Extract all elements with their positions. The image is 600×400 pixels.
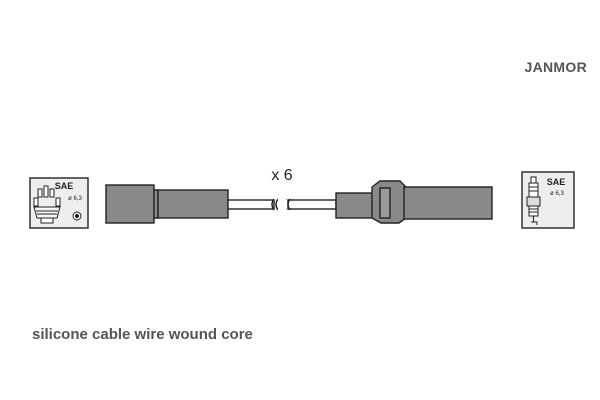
distributor-end-box: SAE ø 6,3 [29, 177, 89, 229]
diameter-label-right: ø 6,3 [550, 191, 564, 197]
spark-plug-end-box: SAE ø 6,3 [521, 171, 575, 229]
brand-logo: JANMOR [524, 59, 587, 75]
cable-wire [227, 198, 337, 211]
cable-description: silicone cable wire wound core [32, 326, 253, 343]
sae-label-left: SAE [55, 181, 74, 191]
left-boot [105, 184, 229, 224]
distributor-cap-icon [33, 185, 82, 224]
spark-plug-icon [526, 176, 541, 225]
diameter-label-left: ø 6,3 [68, 196, 82, 202]
right-boot [335, 180, 493, 224]
quantity-multiplier: x 6 [271, 167, 292, 184]
sae-label-right: SAE [547, 177, 566, 187]
